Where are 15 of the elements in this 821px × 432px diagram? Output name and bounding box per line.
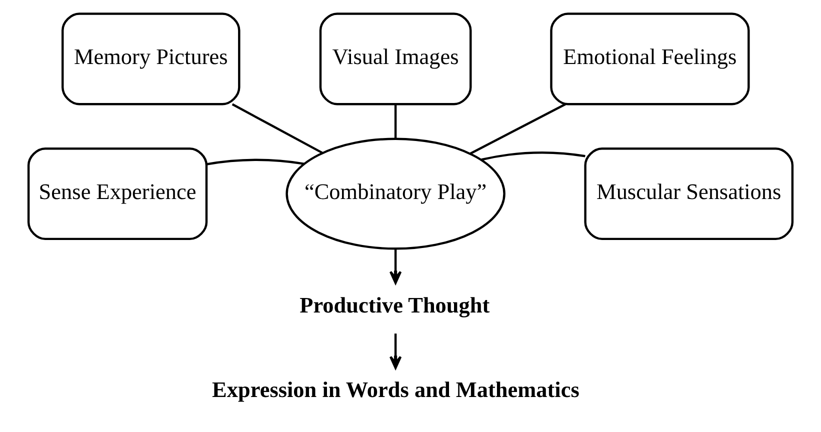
arrow [389, 249, 402, 284]
connector [470, 103, 566, 155]
node-box: Muscular Sensations [584, 147, 794, 240]
node-ellipse: “Combinatory Play” [286, 138, 506, 250]
node-box: Emotional Feelings [550, 12, 750, 106]
connector [206, 158, 304, 166]
node-box: Visual Images [319, 12, 472, 106]
connector [232, 103, 323, 154]
connector [394, 104, 397, 138]
arrow [389, 334, 402, 370]
node-text: Expression in Words and Mathematics [212, 377, 580, 402]
node-box: Sense Experience [27, 147, 208, 240]
connector [481, 151, 586, 161]
node-text: Productive Thought [300, 292, 490, 318]
node-box: Memory Pictures [62, 12, 240, 106]
